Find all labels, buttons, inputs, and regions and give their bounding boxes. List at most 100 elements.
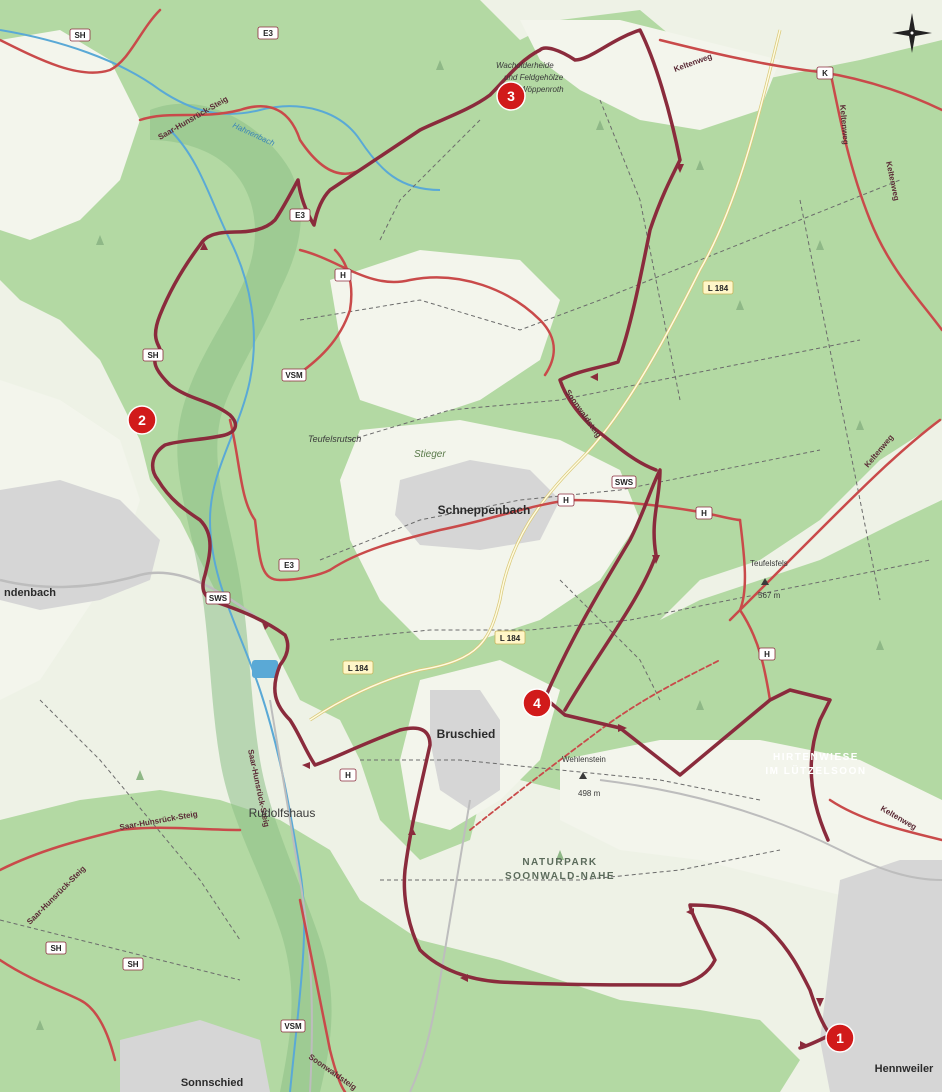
trail-badge: VSM: [280, 1019, 306, 1033]
place-label-kirchbach: ndenbach: [4, 587, 56, 599]
trail-h: [298, 248, 555, 377]
park-label-naturpark-2: SOONWALD-NAHE: [505, 871, 615, 882]
trail-badge: H: [758, 647, 776, 661]
place-labels: Schneppenbach Bruschied Rudolfshaus Henn…: [4, 61, 934, 1089]
path: [379, 119, 481, 241]
trail-badge: H: [557, 493, 575, 507]
svg-text:VSM: VSM: [284, 1022, 302, 1031]
trail-badge: E3: [289, 208, 311, 222]
tree-icon: [96, 235, 104, 245]
svg-text:E3: E3: [263, 29, 273, 38]
trail-saar-hunsrueck-2: [138, 105, 362, 175]
settlement-bruschied: [430, 690, 500, 810]
place-label-bruschied: Bruschied: [437, 727, 496, 741]
svg-text:SH: SH: [127, 960, 138, 969]
pond: [252, 660, 278, 678]
place-label-feldgehoelze: und Feldgehölze: [504, 73, 564, 82]
svg-text:1: 1: [836, 1030, 844, 1046]
tree-icon: [36, 1020, 44, 1030]
valley: [150, 103, 332, 1092]
settlement-hennweiler: [820, 860, 942, 1092]
path: [799, 199, 881, 601]
trail-name-label: Keltenweg: [838, 104, 850, 145]
park-label-hirtenwiese-1: HIRTENWIESE: [773, 752, 859, 763]
svg-text:SWS: SWS: [209, 594, 228, 603]
trail-badge: E3: [278, 558, 300, 572]
tree-icon: [696, 160, 704, 170]
arrow-icon: [686, 908, 694, 916]
arrow-icon: [262, 622, 270, 630]
trail-red-dashed: [469, 659, 721, 831]
place-label-hennweiler: Hennweiler: [875, 1063, 934, 1075]
peaks: [579, 578, 769, 779]
road-rudolfshaus: [269, 699, 313, 1092]
tree-icon: [556, 850, 564, 860]
trail-h-3: [738, 518, 772, 702]
park-label-hirtenwiese-2: IM LÜTZELSOON: [765, 764, 866, 777]
route-line: [150, 28, 832, 1050]
svg-text:3: 3: [507, 88, 515, 104]
waypoint-4[interactable]: 4: [522, 688, 552, 718]
path: [39, 699, 241, 941]
tree-icon: [856, 420, 864, 430]
waypoint-markers[interactable]: 1 2 3 4: [127, 81, 855, 1053]
valley-shading: [150, 103, 332, 1092]
trail-saar-hunsrueck: [0, 8, 162, 74]
trail-keltenweg-3: [728, 418, 942, 622]
path: [380, 849, 781, 881]
arrow-icon: [618, 724, 627, 732]
path: [0, 919, 241, 981]
waypoint-2[interactable]: 2: [127, 405, 157, 435]
place-label-wehlenstein: Wehlenstein: [562, 755, 606, 764]
tree-icon: [136, 770, 144, 780]
settlements: [0, 460, 942, 1092]
trail-badge: H: [695, 506, 713, 520]
trail-e3: [228, 418, 332, 582]
tree-icon: [596, 120, 604, 130]
place-label-rudolfshaus: Rudolfshaus: [249, 806, 316, 820]
svg-text:SWS: SWS: [615, 478, 634, 487]
tree-icon: [876, 640, 884, 650]
field: [520, 20, 780, 130]
trail-badge: K: [816, 66, 834, 80]
trail-keltenweg-4: [828, 798, 942, 842]
trail-badges: SH E3 E3 H SH VSM E3 SWS SWS H H K H SH …: [45, 26, 834, 1033]
arrow-icon: [676, 164, 684, 173]
svg-text:H: H: [563, 496, 569, 505]
settlement-sonnschied: [120, 1020, 270, 1092]
route-arrows: [200, 164, 824, 1049]
field: [0, 30, 140, 240]
path: [349, 339, 861, 441]
forest-area: [0, 790, 800, 1092]
path: [559, 579, 661, 701]
waypoint-1[interactable]: 1: [825, 1023, 855, 1053]
trail-soonwaldsteig: [298, 898, 347, 1092]
place-label-stieger: Stieger: [414, 449, 446, 460]
trail-badge: SH: [45, 941, 67, 955]
trail-badge: SH: [142, 348, 164, 362]
svg-text:SH: SH: [147, 351, 158, 360]
tree-symbols: [36, 60, 884, 1030]
road-badge: L 184: [494, 630, 526, 645]
trail-badge: SWS: [611, 475, 637, 489]
svg-text:SH: SH: [50, 944, 61, 953]
settlement-kirchbach: [0, 480, 160, 610]
park-label-naturpark-1: NATURPARK: [522, 857, 597, 868]
compass-rose-icon: [892, 13, 932, 53]
trail-badge: SH: [69, 28, 91, 42]
trail-keltenweg-2: [828, 68, 942, 332]
trail-badge: H: [334, 268, 352, 282]
park-labels: HIRTENWIESE IM LÜTZELSOON NATURPARK SOON…: [505, 752, 866, 882]
svg-text:H: H: [701, 509, 707, 518]
svg-text:4: 4: [533, 695, 541, 711]
trail-vsm: [288, 248, 353, 382]
tree-icon: [736, 300, 744, 310]
road-badges: L 184 L 184 L 184: [342, 280, 734, 675]
waypoint-3[interactable]: 3: [496, 81, 526, 111]
trail-badge: VSM: [281, 368, 307, 382]
svg-text:L 184: L 184: [500, 634, 521, 643]
trail-badge: SWS: [205, 591, 231, 605]
svg-text:E3: E3: [295, 211, 305, 220]
